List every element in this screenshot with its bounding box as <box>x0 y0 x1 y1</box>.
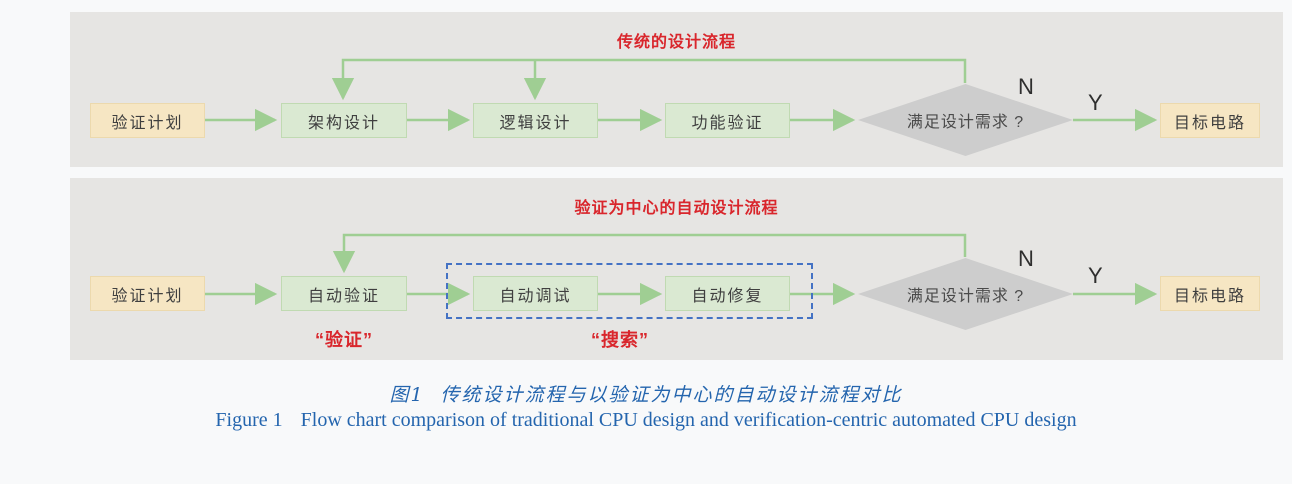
panel-traditional-flow: 传统的设计流程 验证计划 架构设计 逻辑设计 功能验证 满足设计需求 ? 目标电… <box>70 12 1283 167</box>
figure-title-cn: 传统设计流程与以验证为中心的自动设计流程对比 <box>440 384 903 406</box>
figure-caption-cn: 图1 传统设计流程与以验证为中心的自动设计流程对比 <box>0 380 1292 407</box>
figure-title-en: Flow chart comparison of traditional CPU… <box>300 409 1077 431</box>
node-logic-design: 逻辑设计 <box>473 103 598 138</box>
node-auto-debug: 自动调试 <box>473 276 598 311</box>
decision-meets-requirements: 满足设计需求 ? <box>858 84 1073 156</box>
search-group-box <box>446 263 813 319</box>
panel-automated-flow: 验证为中心的自动设计流程 验证计划 自动验证 自动调试 自动修复 满足设计需求 … <box>70 178 1283 360</box>
figure-number-cn: 图1 <box>389 384 425 406</box>
decision-meets-requirements: 满足设计需求 ? <box>858 258 1073 330</box>
figure-caption-en: Figure 1 Flow chart comparison of traditi… <box>0 409 1292 432</box>
tag-search: “搜索” <box>591 330 649 350</box>
node-target-circuit: 目标电路 <box>1160 276 1260 311</box>
node-auto-verification: 自动验证 <box>281 276 407 311</box>
node-target-circuit: 目标电路 <box>1160 103 1260 138</box>
figure-number-en: Figure 1 <box>215 409 283 431</box>
node-functional-verification: 功能验证 <box>665 103 790 138</box>
tag-verification: “验证” <box>315 330 373 350</box>
label-no: N <box>1018 74 1034 99</box>
label-yes: Y <box>1088 90 1103 115</box>
panel-title-traditional: 传统的设计流程 <box>616 34 736 51</box>
label-yes: Y <box>1088 263 1103 288</box>
node-verification-plan: 验证计划 <box>90 103 205 138</box>
node-auto-repair: 自动修复 <box>665 276 790 311</box>
node-architecture-design: 架构设计 <box>281 103 407 138</box>
panel-title-automated: 验证为中心的自动设计流程 <box>574 200 779 217</box>
label-no: N <box>1018 246 1034 271</box>
node-verification-plan: 验证计划 <box>90 276 205 311</box>
